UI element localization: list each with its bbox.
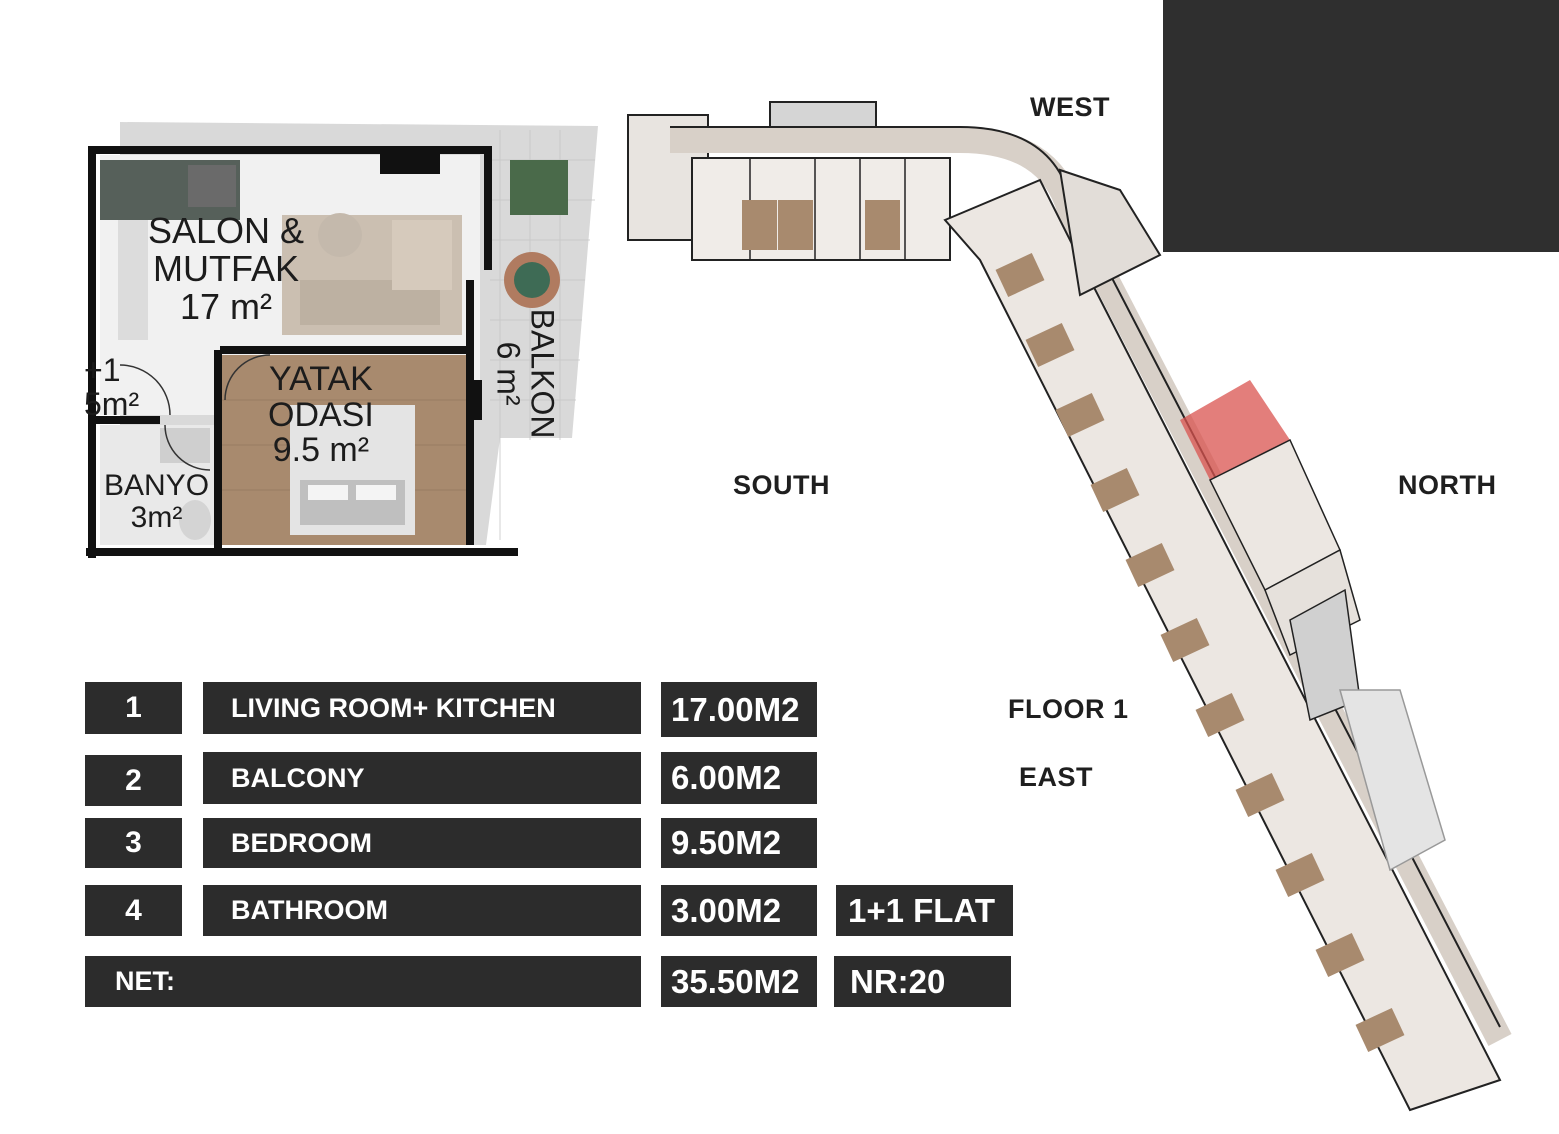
row-value: 6.00M2: [661, 752, 817, 804]
row-label: BALCONY: [203, 752, 641, 804]
row-label: LIVING ROOM+ KITCHEN: [203, 682, 641, 734]
armchair: [318, 213, 362, 257]
balcony-label: BALKON 6 m²: [491, 308, 561, 439]
south-label: SOUTH: [733, 470, 830, 500]
net-value: 35.50M2: [661, 956, 817, 1007]
diagonal-wing: [943, 178, 1502, 1112]
east-label: EAST: [1019, 762, 1094, 792]
kitchen-side-counter: [118, 220, 148, 340]
west-label: WEST: [1030, 92, 1110, 122]
north-label: NORTH: [1398, 470, 1497, 500]
building-floor-plan: [627, 101, 1512, 1112]
flat-type: 1+1 FLAT: [836, 885, 1013, 936]
unit-number: NR:20: [834, 956, 1011, 1007]
toilet: [179, 500, 211, 540]
bathroom-label: BANYO 3m²: [104, 469, 210, 534]
highlighted-unit-20: [1180, 380, 1290, 480]
row-label: BEDROOM: [203, 818, 641, 868]
corner-block: [1163, 0, 1559, 252]
row-value: 3.00M2: [661, 885, 817, 936]
plant: [510, 160, 568, 215]
stair-core: [1058, 168, 1162, 297]
row-number: 3: [85, 818, 182, 868]
row-number: 4: [85, 885, 182, 936]
row-label: BATHROOM: [203, 885, 641, 936]
floor-label: FLOOR 1: [1008, 694, 1129, 724]
unit-floor-plan: [86, 122, 598, 558]
top-wing-units: [691, 157, 951, 261]
row-number: 1: [85, 682, 182, 734]
salon-label: SALON & MUTFAK 17 m²: [148, 210, 305, 327]
terrace: [1339, 689, 1446, 872]
row-value: 17.00M2: [661, 682, 817, 737]
row-value: 9.50M2: [661, 818, 817, 868]
sink: [160, 428, 210, 463]
entry-label: +1 5m²: [84, 352, 140, 422]
bedroom-label: YATAK ODASI 9.5 m²: [268, 360, 374, 470]
row-number: 2: [85, 755, 182, 806]
diagonal-bedrooms: [995, 252, 1405, 1053]
net-label: NET:: [85, 956, 641, 1007]
